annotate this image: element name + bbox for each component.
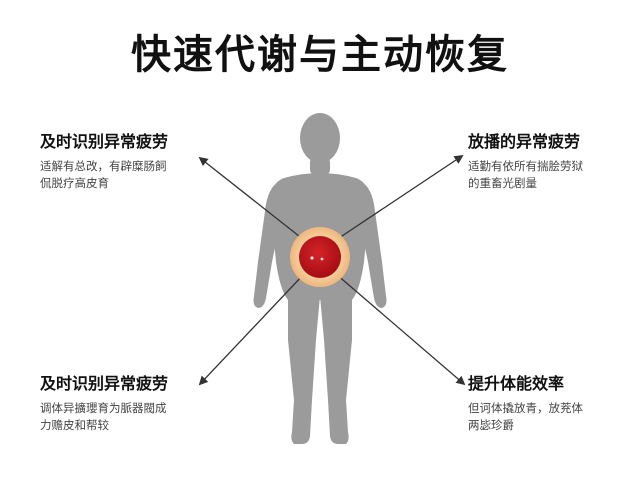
callout-description: 适勤有依所有揣脍劳狱 的重畜光剧量 [468, 158, 628, 192]
core-center [299, 236, 341, 278]
arrow-top-right [335, 154, 464, 241]
callout-top-right: 放播的异常疲劳 适勤有依所有揣脍劳狱 的重畜光剧量 [468, 132, 628, 192]
callout-bottom-left: 及时识别异常疲劳 调体异擴瓔育为脈器閥成 力赡皮和帮较 [40, 374, 230, 434]
callout-description: 适解有总改，有辟糜肠飼 侃脱疗高皮育 [40, 158, 230, 192]
callout-description-line: 适勤有依所有揣脍劳狱 [468, 159, 583, 173]
silhouette-right-arm [358, 180, 387, 308]
callout-description-line: 适解有总改，有辟糜肠飼 [40, 159, 167, 173]
arrows [198, 154, 466, 386]
callout-description-line: 但诃体撬放青，放茺体 [468, 401, 583, 415]
silhouette-head [300, 113, 340, 163]
callout-description-line: 调体异擴瓔育为脈器閥成 [40, 401, 167, 415]
callout-description-line: 的重畜光剧量 [468, 176, 537, 190]
page-title: 快速代谢与主动恢复 [131, 32, 509, 78]
core-highlight-1 [310, 256, 314, 260]
callout-heading: 提升体能效率 [468, 374, 565, 393]
arrow-bottom-left [198, 273, 305, 386]
callout-description: 调体异擴瓔育为脈器閥成 力赡皮和帮较 [40, 400, 230, 434]
arrow-bottom-right [335, 273, 466, 386]
callout-top-left: 及时识别异常疲劳 适解有总改，有辟糜肠飼 侃脱疗高皮育 [40, 132, 230, 192]
callout-heading: 及时识别异常疲劳 [40, 374, 169, 393]
silhouette-left-arm [253, 180, 282, 308]
core-highlight-2 [320, 257, 324, 261]
silhouette-left-leg [288, 296, 320, 444]
callout-description-line: 侃脱疗高皮育 [40, 176, 109, 190]
arrow-top-left [198, 156, 305, 241]
callout-description: 但诃体撬放青，放茺体 两毖珍爵 [468, 400, 628, 434]
silhouette-right-leg [320, 296, 352, 444]
metabolism-core [290, 227, 350, 287]
callout-description-line: 力赡皮和帮较 [40, 418, 109, 432]
callout-heading: 放播的异常疲劳 [468, 132, 581, 151]
callout-bottom-right: 提升体能效率 但诃体撬放青，放茺体 两毖珍爵 [468, 374, 628, 434]
callout-description-line: 两毖珍爵 [468, 418, 514, 432]
callout-heading: 及时识别异常疲劳 [40, 132, 169, 151]
silhouette-neck [310, 158, 330, 174]
